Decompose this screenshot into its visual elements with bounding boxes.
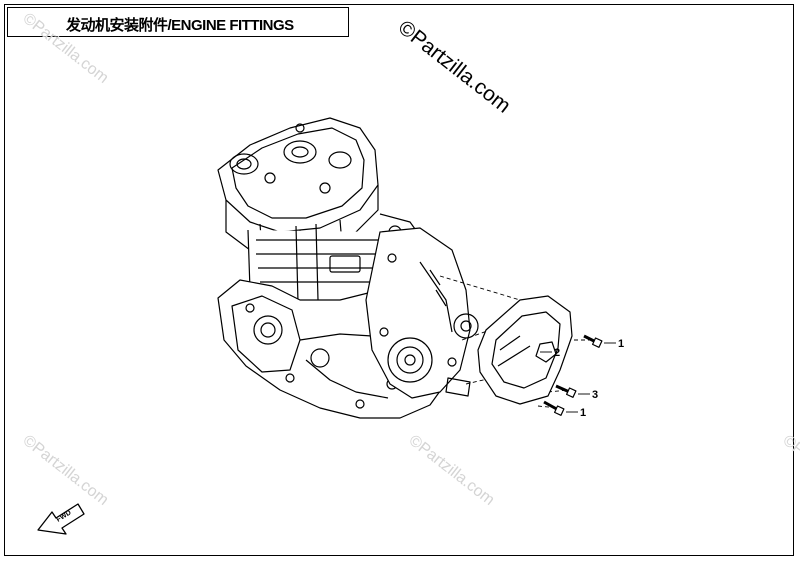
title-box: 发动机安装附件/ENGINE FITTINGS [7, 7, 349, 37]
side-cover-drawing [365, 227, 471, 399]
leader-lines [540, 342, 616, 413]
callout-3: 3 [592, 389, 598, 401]
callout-1-upper: 1 [618, 338, 624, 350]
sprocket-cover-drawing [477, 295, 573, 405]
fwd-arrow-icon: FWD [37, 503, 85, 535]
bolt-drawings [543, 334, 603, 416]
sprocket-area-drawing [445, 313, 479, 397]
callout-2: 2 [554, 347, 560, 359]
cylinder-head-drawing [217, 117, 379, 259]
page-title: 发动机安装附件/ENGINE FITTINGS [66, 17, 294, 34]
diagram-frame [4, 4, 794, 556]
callout-1-lower: 1 [580, 407, 586, 419]
cylinder-block-drawing [247, 213, 421, 309]
